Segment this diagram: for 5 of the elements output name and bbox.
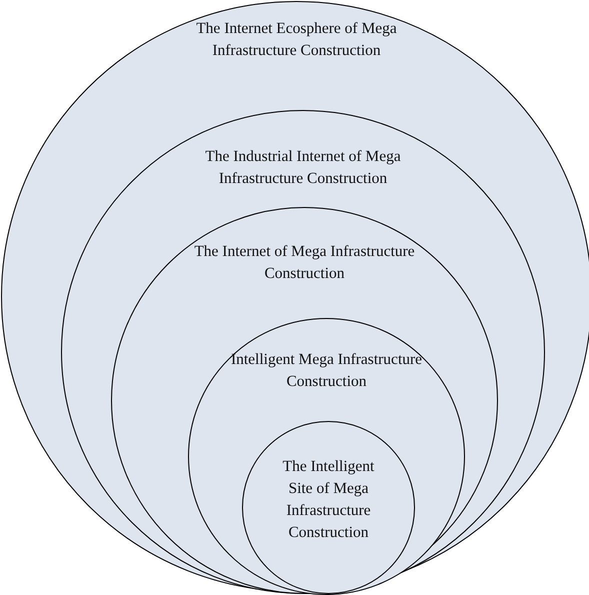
layer-label: The Intelligent Site of Mega Infrastructure Construction [282,457,376,543]
layer-label: The Internet Ecosphere of Mega Infrastructure Construction [195,19,398,61]
layer-label: The Industrial Internet of Mega Infrastructure Construction [204,147,402,189]
layer-label: Intelligent Mega Infrastructure Construction [230,350,424,392]
layer-label: The Internet of Mega Infrastructure Construction [193,242,416,284]
